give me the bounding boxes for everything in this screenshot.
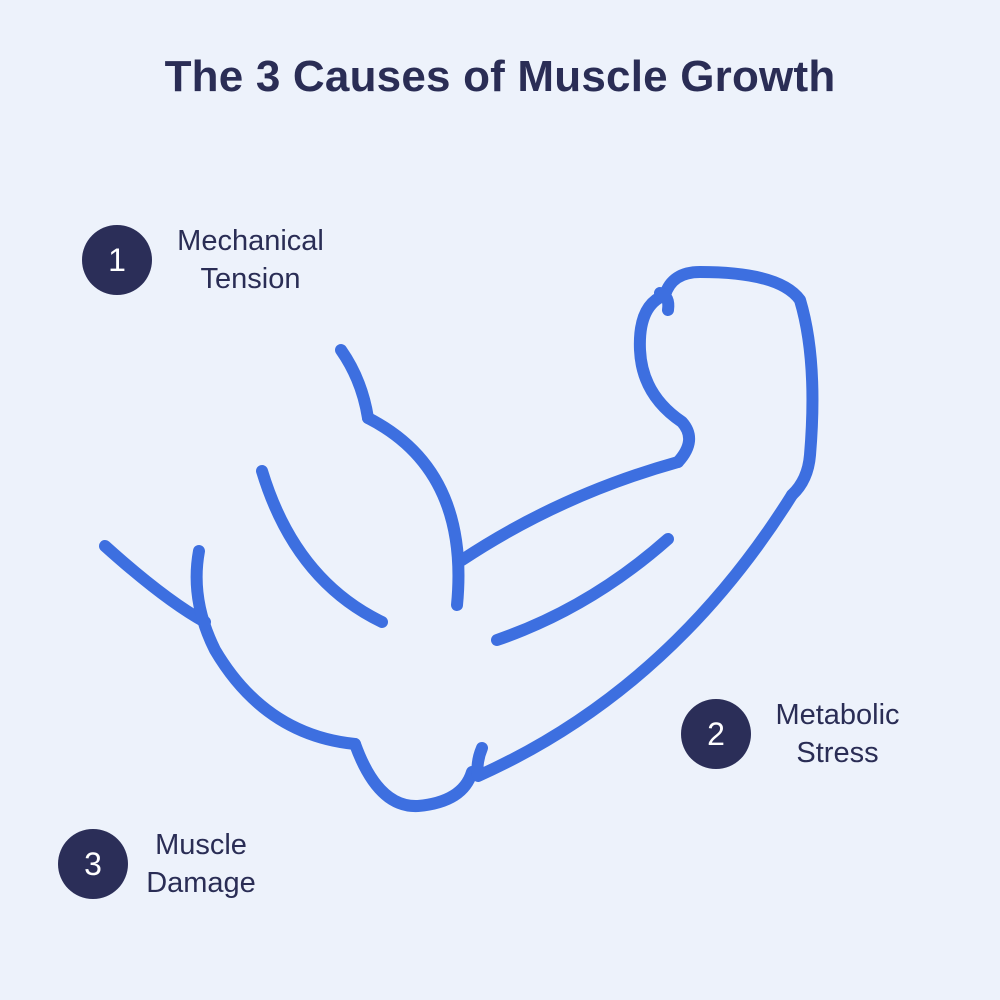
forearm-inner <box>491 533 674 646</box>
cause-label-line-1: Mechanical <box>177 225 324 257</box>
cause-label-line-2: Stress <box>796 737 879 769</box>
cause-label: Metabolic Stress <box>760 696 915 772</box>
back-line <box>99 540 211 628</box>
cause-label-line-1: Muscle <box>155 829 247 861</box>
cause-label-line-2: Tension <box>200 263 301 295</box>
cause-label: Mechanical Tension <box>163 222 338 298</box>
upper-arm-underside <box>190 545 361 750</box>
cause-number-badge: 1 <box>82 225 152 295</box>
knuckle-notch <box>654 287 675 316</box>
cause-number-badge: 3 <box>58 829 128 899</box>
fist-outline <box>633 266 819 501</box>
elbow-curve <box>349 738 478 813</box>
page-title: The 3 Causes of Muscle Growth <box>164 52 836 101</box>
cause-label: Muscle Damage <box>136 826 266 902</box>
cause-label-line-2: Damage <box>146 867 256 899</box>
shoulder-line <box>335 344 374 424</box>
chest-curve <box>256 465 388 628</box>
cause-label-line-1: Metabolic <box>775 699 900 731</box>
forearm-underside <box>471 489 798 782</box>
deltoid-curve <box>362 412 465 611</box>
bicep-top <box>456 456 684 566</box>
cause-number-badge: 2 <box>681 699 751 769</box>
